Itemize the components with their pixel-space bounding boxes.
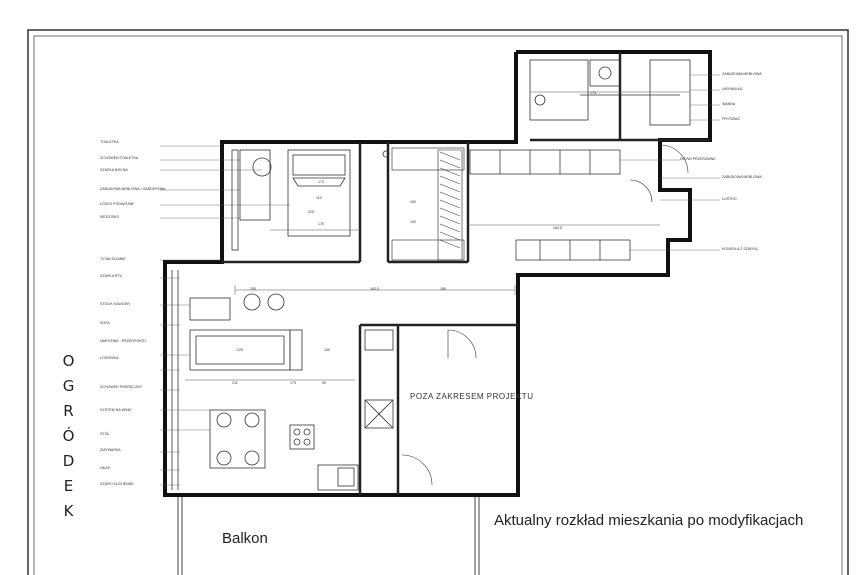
annotation-left: SZAFKA RTV: [100, 274, 122, 278]
bedroom-furniture: [231, 149, 390, 251]
annotation-right: PRYSZNIC: [722, 117, 741, 121]
hallway-cabinets: [469, 149, 631, 261]
balcony-outline: [177, 497, 480, 575]
dimension-label: 150: [410, 200, 416, 204]
garden-letter: O: [62, 352, 76, 370]
garden-letter: R: [63, 402, 75, 420]
annotation-left: ŁÓŻKO PODWÓJNE: [100, 202, 134, 206]
annotation-left: SOFA: [100, 321, 110, 325]
wardrobe: [391, 147, 465, 261]
dimension-label: 163,5: [370, 287, 379, 291]
door-swings: [401, 144, 689, 486]
annotation-right: UMYWALKA: [722, 87, 743, 91]
annotation-left: ZABUDOWA MEBLOWA / GARDEROBA: [100, 187, 166, 191]
out-of-scope-label: POZA ZAKRESEM PROJEKTU: [410, 392, 534, 401]
dimension-label: 150: [324, 348, 330, 352]
dimension-label: 100: [410, 220, 416, 224]
annotation-left: TV NA ŚCIANIE: [100, 257, 126, 261]
dimension-label: 220: [308, 210, 314, 214]
dimension-label: 250: [250, 287, 256, 291]
left-leader-lines: [160, 145, 290, 486]
dining-set: [209, 409, 266, 469]
annotation-left: SIEDZISKO: [100, 215, 120, 219]
right-leader-lines: [620, 74, 720, 251]
dimension-label: 99: [322, 381, 326, 385]
annotation-left: SZAFKI KUCHENNE: [100, 482, 134, 486]
annotation-left: SCHOWEK PODRĘCZNY: [100, 385, 143, 389]
caption: Aktualny rozkład mieszkania po modyfikac…: [494, 512, 804, 529]
annotation-right: ZABUDOWA MEBLOWA: [722, 72, 762, 76]
bathroom-fixtures: [529, 59, 691, 126]
drawing-frame: [27, 29, 849, 575]
annotation-left: SYSTEM NA WINO: [100, 408, 132, 412]
annotation-left: SCHOWEK/TOALETKA: [100, 156, 139, 160]
garden-letter: G: [62, 377, 76, 395]
annotation-left: STOLIK KAWOWY: [100, 302, 131, 306]
kitchen-units: [289, 329, 394, 491]
dimension-label: 211: [232, 381, 238, 385]
annotation-right: WANNA: [722, 102, 736, 106]
dimension-label: 179: [290, 381, 296, 385]
dimension-label: 175: [590, 91, 596, 95]
annotation-left: STÓŁ: [100, 432, 110, 436]
living-furniture: [171, 270, 303, 490]
garden-letter: E: [63, 477, 75, 495]
annotation-right: KONSOLA Z SZAFKĄ: [722, 247, 758, 251]
dimension-label: 110: [316, 196, 322, 200]
annotation-right: DRZWI PRZESUWNE: [680, 157, 716, 161]
balcony-label: Balkon: [222, 530, 268, 547]
garden-letter: D: [62, 452, 76, 470]
annotation-left: SZAFKA NOCNA: [100, 168, 128, 172]
interior-walls: [222, 52, 710, 495]
dimension-label: 170: [318, 180, 324, 184]
dimension-label: 164,5: [553, 226, 562, 230]
garden-letter: K: [63, 502, 75, 520]
annotation-left: ZMYWARKA: [100, 448, 121, 452]
dimension-label: 185: [440, 287, 446, 291]
exterior-walls: [163, 50, 712, 497]
annotation-left: TOALETKA: [100, 140, 119, 144]
annotation-right: ZABUDOWA MEBLOWA: [722, 175, 762, 179]
garden-letter: Ó: [62, 427, 76, 445]
annotation-left: LODÓWKA: [100, 356, 119, 360]
annotation-right: LUSTRO: [722, 197, 737, 201]
dimension-lines: [185, 91, 690, 381]
dimension-label: 229: [237, 348, 243, 352]
dimension-label: 170: [318, 222, 324, 226]
annotation-left: NAROŻNIK - PRZEDPOKÓJ: [100, 339, 147, 343]
annotation-left: OKAP: [100, 466, 110, 470]
